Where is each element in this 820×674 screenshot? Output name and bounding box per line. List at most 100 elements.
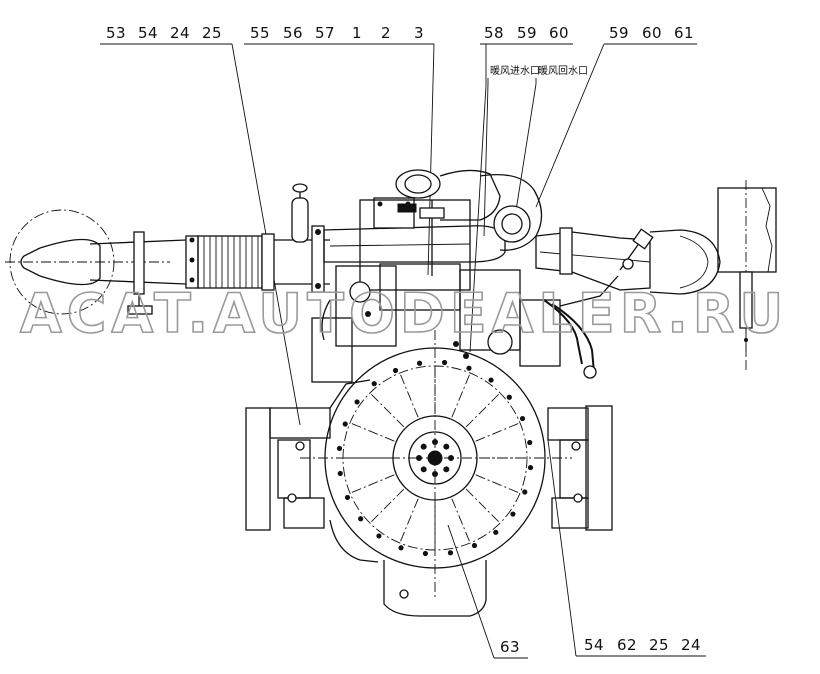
callout-label: 54 (138, 24, 158, 42)
mount-plate (585, 405, 613, 531)
turbo-housing (439, 169, 501, 221)
right-pipe (535, 180, 777, 370)
drop-tube-dot (744, 338, 748, 342)
mount-arm (547, 407, 589, 441)
cylinder-head (359, 199, 471, 291)
rim-bolt (342, 421, 348, 427)
rim-bolt (506, 394, 512, 400)
leader-line (469, 85, 487, 353)
pipe-bell-inner (679, 235, 709, 289)
hub-bolt (443, 443, 450, 450)
mount-base (551, 497, 589, 529)
break-line (761, 187, 773, 273)
flywheel-spoke (371, 488, 405, 522)
hub-bolt (432, 471, 438, 477)
support-plate (419, 207, 445, 219)
callout-label: 61 (674, 24, 694, 42)
callout-label: 60 (642, 24, 662, 42)
leader-line (535, 43, 605, 208)
rim-bolt (358, 516, 364, 522)
flywheel-spoke (400, 374, 419, 418)
leader-line (547, 439, 577, 657)
callout-bottom-right: 54 62 25 24 (547, 439, 706, 657)
rim-bolt (447, 550, 454, 556)
rim-bolt (376, 533, 382, 539)
bolt (189, 237, 195, 243)
leader-line (447, 524, 495, 659)
rim-bolt (519, 415, 526, 422)
flywheel-rim-bolts (336, 359, 534, 557)
hub-bolt (432, 439, 438, 445)
callout-label: 1 (352, 24, 362, 42)
bolt (189, 257, 195, 263)
clamp-foot (127, 305, 153, 315)
callout-label: 62 (617, 636, 637, 654)
callout-label: 54 (584, 636, 604, 654)
callout-bottom-mid: 63 (447, 524, 528, 659)
hose-clamp (261, 233, 275, 291)
intake-sensor (291, 197, 309, 243)
rim-bolt (466, 365, 472, 371)
rim-bolt (493, 529, 499, 535)
rim-bolt (527, 439, 533, 446)
rim-bolt (527, 464, 534, 471)
hose-end (583, 365, 597, 379)
bolt (315, 283, 321, 289)
heater-inlet-note: 暖风进水口 (490, 64, 540, 77)
bolt (315, 229, 321, 235)
hub-bolt (416, 455, 422, 461)
oil-pan-body (383, 560, 487, 617)
hub-bolt (420, 466, 427, 473)
left-engine-mount (245, 379, 371, 531)
flywheel-spoke (465, 394, 499, 428)
rim-bolt (336, 445, 343, 452)
callout-label: 58 (484, 24, 504, 42)
flywheel-spoke (475, 474, 519, 493)
rim-bolt (416, 360, 423, 366)
callout-top-right-b: 59 60 61 (535, 24, 697, 208)
bolt (463, 353, 469, 359)
pipe-sensor (632, 228, 654, 250)
rim-bolt (522, 489, 528, 495)
turbo-inlet-inner (404, 174, 432, 194)
right-engine-mount (547, 405, 613, 531)
oil-pan (329, 519, 487, 617)
right-pipe-body (535, 231, 651, 291)
housing-edge (329, 519, 379, 563)
watermark-logo: ACAT.AUTODEALER.RU (20, 282, 788, 345)
callout-top-mid: 55 56 57 1 2 3 (244, 24, 435, 276)
callout-label: 59 (609, 24, 629, 42)
pipe-line (559, 275, 619, 307)
callout-label: 59 (517, 24, 537, 42)
flywheel-spoke (451, 374, 470, 418)
flywheel-spoke (451, 498, 470, 542)
hub-bolt (448, 455, 454, 461)
callout-label: 55 (250, 24, 270, 42)
flywheel-spoke (351, 423, 395, 442)
sensor-nut (622, 258, 634, 270)
callout-label: 3 (414, 24, 424, 42)
flywheel-hub-bolts (416, 439, 454, 477)
sensor-cap (292, 183, 308, 193)
flywheel-spoke (400, 498, 419, 542)
hub-bolt (420, 443, 427, 450)
pipe-end (39, 238, 101, 286)
fuel-filter-block (335, 265, 397, 347)
callout-label: 57 (315, 24, 335, 42)
flywheel-spokes (345, 368, 525, 548)
rim-bolt (441, 359, 448, 366)
bolt (189, 277, 195, 283)
flywheel-spoke (371, 394, 405, 428)
hub-bolt (443, 466, 450, 473)
callout-label: 60 (549, 24, 569, 42)
callout-label: 24 (170, 24, 190, 42)
pipe-line (321, 299, 331, 341)
hose (543, 299, 583, 365)
bolt (573, 493, 583, 503)
bolt (377, 201, 383, 207)
pipe-edge (539, 251, 651, 263)
rim-bolt (488, 377, 494, 383)
callout-label: 56 (283, 24, 303, 42)
flywheel-spoke (351, 474, 395, 493)
side-cover (519, 299, 561, 367)
